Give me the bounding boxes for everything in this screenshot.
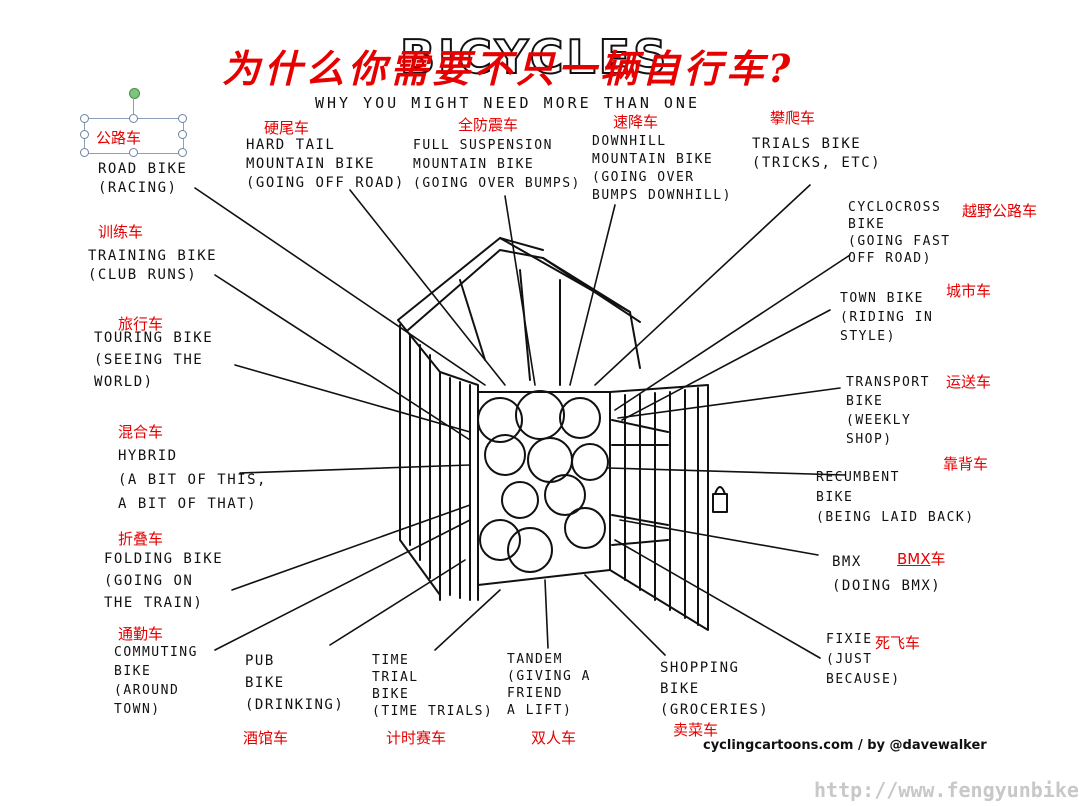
label-zh-bmx-prefix: BMX xyxy=(897,550,931,568)
label-zh-timetrial: 计时赛车 xyxy=(386,729,447,747)
label-en-commuting: COMMUTING BIKE (AROUND TOWN) xyxy=(114,645,198,717)
label-zh-cyclocross: 越野公路车 xyxy=(962,202,1038,220)
title-english: BICYCLES xyxy=(399,29,670,85)
label-en-touring: TOURING BIKE (SEEING THE WORLD) xyxy=(94,330,214,390)
label-zh-trials: 攀爬车 xyxy=(770,109,816,127)
label-en-transport: TRANSPORT BIKE (WEEKLY SHOP) xyxy=(846,375,930,447)
label-zh-downhill: 速降车 xyxy=(613,113,659,131)
label-en-bmx: BMX (DOING BMX) xyxy=(832,554,942,594)
rotate-handle-line xyxy=(133,97,134,115)
label-en-folding: FOLDING BIKE (GOING ON THE TRAIN) xyxy=(104,551,224,611)
label-en-cyclocross: CYCLOCROSS BIKE (GOING FAST OFF ROAD) xyxy=(848,200,951,266)
label-en-hardtail: HARD TAIL MOUNTAIN BIKE (GOING OFF ROAD) xyxy=(246,137,405,191)
label-en-training: TRAINING BIKE (CLUB RUNS) xyxy=(88,248,218,283)
label-zh-bmx: BMX车 xyxy=(897,548,946,569)
label-zh-bmx-suffix: 车 xyxy=(930,550,946,568)
label-zh-training: 训练车 xyxy=(98,223,144,241)
resize-handle-tr[interactable] xyxy=(178,114,187,123)
label-zh-fullsus: 全防震车 xyxy=(458,116,519,134)
resize-handle-tm[interactable] xyxy=(129,114,138,123)
label-en-fullsus: FULL SUSPENSION MOUNTAIN BIKE (GOING OVE… xyxy=(413,138,581,191)
resize-handle-tl[interactable] xyxy=(80,114,89,123)
label-zh-road[interactable]: 公路车 xyxy=(96,129,142,147)
label-en-timetrial: TIME TRIAL BIKE (TIME TRIALS) xyxy=(372,653,494,719)
label-zh-fixie: 死飞车 xyxy=(875,634,921,652)
label-zh-hybrid: 混合车 xyxy=(118,423,164,441)
label-en-recumbent: RECUMBENT BIKE (BEING LAID BACK) xyxy=(816,470,975,525)
label-en-hybrid: HYBRID (A BIT OF THIS, A BIT OF THAT) xyxy=(118,448,267,512)
label-zh-shopping: 卖菜车 xyxy=(673,721,719,739)
label-en-road: ROAD BIKE (RACING) xyxy=(98,161,188,196)
label-en-trials: TRIALS BIKE (TRICKS, ETC) xyxy=(752,136,882,171)
label-zh-folding: 折叠车 xyxy=(118,530,164,548)
resize-handle-bm[interactable] xyxy=(129,148,138,157)
label-en-fixie: FIXIE (JUST BECAUSE) xyxy=(826,632,901,687)
resize-handle-br[interactable] xyxy=(178,148,187,157)
label-en-town: TOWN BIKE (RIDING IN STYLE) xyxy=(840,291,934,344)
label-en-shopping: SHOPPING BIKE (GROCERIES) xyxy=(660,660,770,718)
label-en-downhill: DOWNHILL MOUNTAIN BIKE (GOING OVER BUMPS… xyxy=(592,134,732,203)
label-en-pub: PUB BIKE (DRINKING) xyxy=(245,653,345,713)
label-en-tandem: TANDEM (GIVING A FRIEND A LIFT) xyxy=(507,652,591,718)
label-zh-transport: 运送车 xyxy=(946,373,992,391)
label-zh-tandem: 双人车 xyxy=(531,729,577,747)
rotate-handle[interactable] xyxy=(129,88,140,99)
resize-handle-ml[interactable] xyxy=(80,130,89,139)
resize-handle-mr[interactable] xyxy=(178,130,187,139)
cartoon-credit: cyclingcartoons.com / by @davewalker xyxy=(703,738,987,753)
label-zh-hardtail: 硬尾车 xyxy=(264,119,310,137)
title-chinese: 为什么你需要不只一辆自行车? xyxy=(222,46,795,91)
subtitle: WHY YOU MIGHT NEED MORE THAN ONE xyxy=(315,94,700,112)
label-zh-town: 城市车 xyxy=(946,282,992,300)
label-zh-commuting: 通勤车 xyxy=(118,625,164,643)
label-zh-pub: 酒馆车 xyxy=(243,729,289,747)
label-zh-recumbent: 靠背车 xyxy=(943,455,989,473)
resize-handle-bl[interactable] xyxy=(80,148,89,157)
label-zh-touring: 旅行车 xyxy=(118,315,164,333)
watermark-url[interactable]: http://www.fengyunbike.com xyxy=(814,778,1079,802)
